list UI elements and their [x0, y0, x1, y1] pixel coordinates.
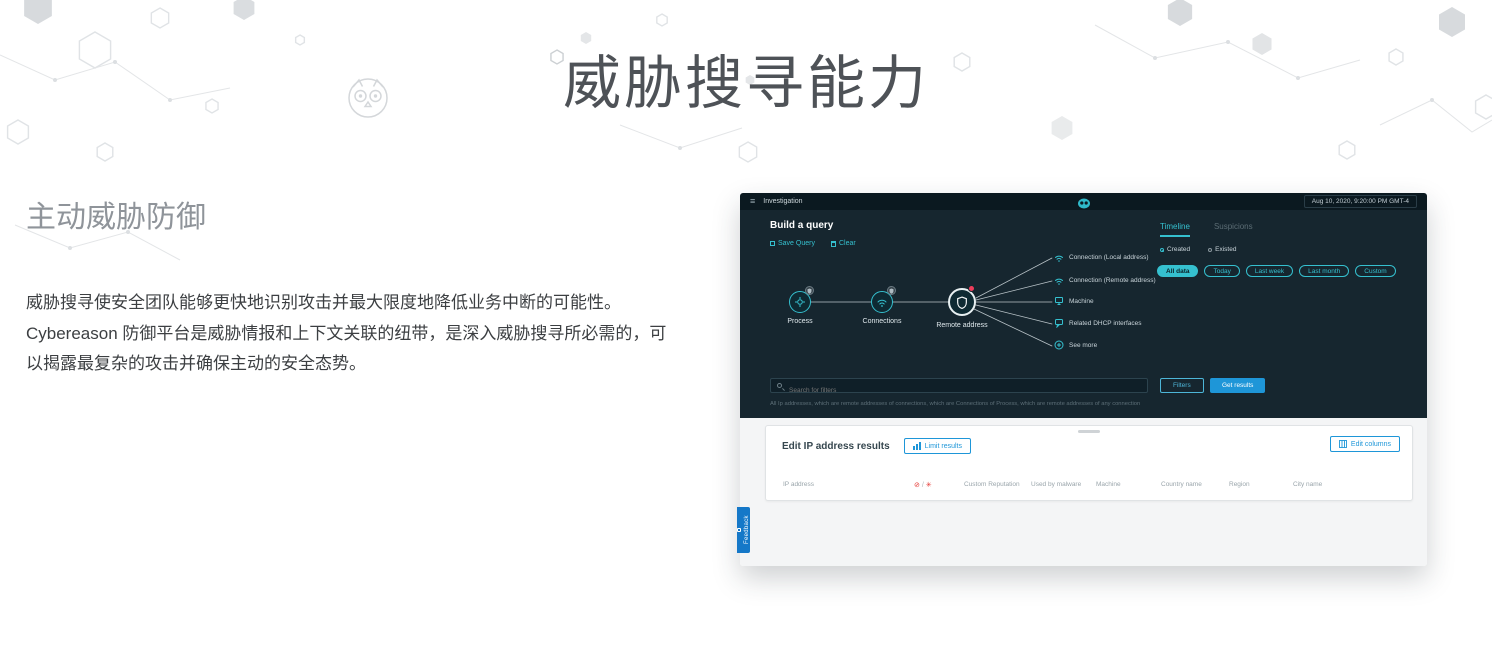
node-label: Connections: [862, 318, 902, 325]
pill-custom[interactable]: Custom: [1355, 265, 1396, 277]
save-icon: [770, 241, 775, 246]
column-header-city: City name: [1293, 481, 1323, 488]
datetime-selector[interactable]: Aug 10, 2020, 9:20:00 PM GMT-4: [1303, 195, 1417, 208]
branch-related-dhcp[interactable]: Related DHCP interfaces: [1054, 318, 1142, 328]
plus-circle-icon: [1054, 340, 1064, 350]
drag-handle[interactable]: [1078, 430, 1100, 433]
section-body-text: 威胁搜寻使安全团队能够更快地识别攻击并最大限度地降低业务中断的可能性。Cyber…: [26, 293, 667, 374]
wifi-icon: [877, 299, 887, 307]
column-header-machine: Machine: [1096, 481, 1121, 488]
branch-connection-local[interactable]: Connection (Local address): [1054, 252, 1149, 262]
limit-results-button[interactable]: Limit results: [903, 438, 971, 454]
monitor-icon: [1055, 297, 1063, 305]
build-query-heading: Build a query: [770, 220, 834, 231]
intro-section: 主动威胁防御 威胁搜寻使安全团队能够更快地识别攻击并最大限度地降低业务中断的可能…: [26, 192, 674, 380]
page-title: 威胁搜寻能力: [562, 51, 929, 116]
shield-badge-icon: [805, 286, 814, 295]
clear-query-button[interactable]: Clear: [830, 240, 856, 247]
radio-existed[interactable]: Existed: [1208, 246, 1236, 253]
pill-all-data[interactable]: All data: [1157, 265, 1199, 277]
app-title: Investigation: [763, 198, 803, 205]
query-description: All Ip addresses, which are remote addre…: [770, 401, 1141, 407]
menu-icon[interactable]: ≡: [750, 196, 756, 206]
pill-today[interactable]: Today: [1204, 265, 1240, 277]
pill-last-month[interactable]: Last month: [1299, 265, 1350, 277]
table-icon: [1338, 440, 1347, 448]
investigation-app-screenshot: ≡ Investigation Aug 10, 2020, 9:20:00 PM…: [737, 193, 1427, 566]
node-label: Process: [787, 318, 813, 325]
branch-connection-remote[interactable]: Connection (Remote address): [1054, 275, 1156, 285]
query-actions: Save Query Clear: [770, 240, 856, 247]
reputation-status-icons: ⊘ / ✳: [914, 482, 932, 489]
feedback-icon: [737, 528, 741, 532]
chat-bubble-icon: [1055, 319, 1063, 328]
time-mode-radios: Created Existed: [1160, 246, 1236, 253]
wifi-icon: [1055, 255, 1063, 262]
section-heading: 主动威胁防御: [26, 201, 206, 234]
query-tabs: Timeline Suspicions: [1160, 222, 1253, 237]
cybereason-logo-icon: [1077, 196, 1091, 214]
query-builder-panel: Build a query Save Query Clear: [740, 210, 1427, 418]
suspicious-icon: ✳: [925, 482, 932, 489]
get-results-button[interactable]: Get results: [1210, 378, 1266, 393]
time-filter-pills: All data Today Last week Last month Cust…: [1157, 265, 1396, 277]
branch-see-more[interactable]: See more: [1054, 340, 1097, 350]
filter-search-input[interactable]: [771, 384, 1147, 397]
search-icon: [777, 383, 782, 388]
save-query-button[interactable]: Save Query: [770, 240, 815, 247]
blocked-icon: ⊘: [914, 482, 920, 489]
node-label: Remote address: [936, 322, 988, 329]
wifi-icon: [1055, 278, 1063, 285]
column-header-country: Country name: [1161, 481, 1202, 488]
column-header-ip: IP address: [783, 481, 814, 488]
alert-dot-icon: [968, 285, 975, 292]
column-header-malware: Used by malware: [1031, 481, 1082, 488]
results-panel: Edit IP address results Limit results Ed…: [740, 418, 1427, 566]
edit-columns-button[interactable]: Edit columns: [1329, 436, 1400, 452]
radio-icon: [1208, 247, 1213, 252]
column-header-reputation: Custom Reputation: [964, 481, 1020, 488]
query-node-process[interactable]: [789, 286, 814, 313]
chart-icon: [912, 442, 921, 450]
tab-timeline[interactable]: Timeline: [1160, 222, 1190, 237]
query-node-connections[interactable]: [871, 286, 896, 313]
results-header: Edit IP address results Limit results: [782, 438, 971, 454]
filter-search-box: [770, 378, 1148, 397]
radio-created[interactable]: Created: [1160, 246, 1190, 253]
shield-icon: [957, 295, 967, 309]
results-title: Edit IP address results: [782, 440, 890, 452]
query-node-remote-address[interactable]: [948, 285, 976, 316]
column-header-region: Region: [1229, 481, 1250, 488]
shield-badge-icon: [887, 286, 896, 295]
owl-watermark: [348, 78, 388, 118]
app-topbar: ≡ Investigation Aug 10, 2020, 9:20:00 PM…: [740, 193, 1427, 210]
results-card: Edit IP address results Limit results Ed…: [765, 425, 1413, 501]
trash-icon: [830, 240, 836, 247]
filters-button[interactable]: Filters: [1160, 378, 1204, 393]
process-icon: [795, 297, 805, 307]
radio-icon: [1160, 247, 1164, 252]
tab-suspicions[interactable]: Suspicions: [1213, 222, 1253, 231]
pill-last-week[interactable]: Last week: [1245, 265, 1294, 277]
feedback-tab[interactable]: Feedback: [737, 507, 750, 553]
branch-machine[interactable]: Machine: [1054, 296, 1094, 306]
